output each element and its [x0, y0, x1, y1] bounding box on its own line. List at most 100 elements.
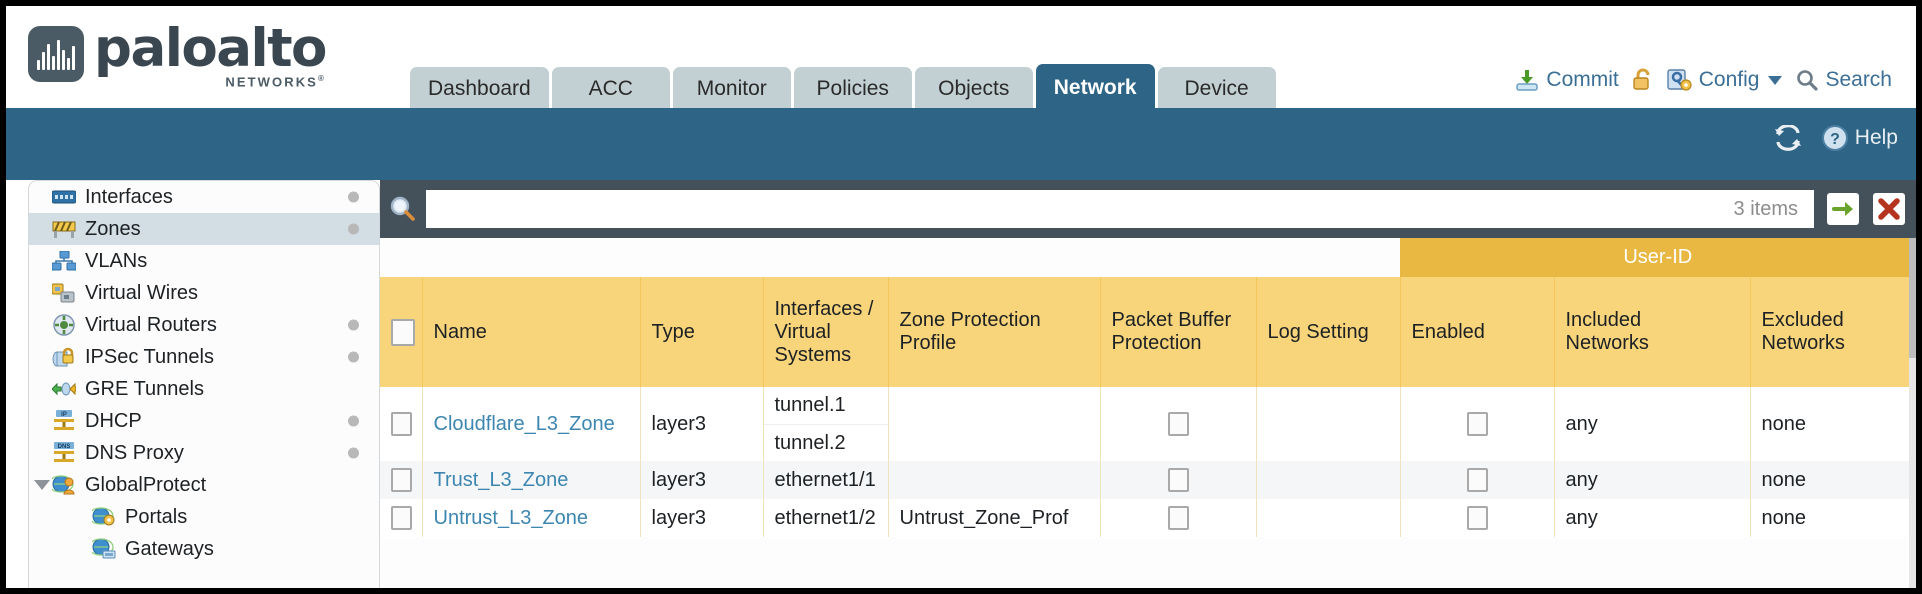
row-select-checkbox[interactable] [391, 506, 412, 530]
nav-tab-network[interactable]: Network [1035, 64, 1155, 111]
unlock-icon [1633, 68, 1650, 90]
clear-filter-button[interactable] [1872, 192, 1906, 226]
chevron-down-icon [1768, 75, 1783, 85]
header-actions: Commit Config [1514, 68, 1892, 92]
interfaces-icon [51, 186, 77, 208]
cell-excluded-networks: none [1750, 461, 1916, 499]
nav-tab-policies[interactable]: Policies [793, 67, 912, 111]
sidebar-item-label: Interfaces [85, 185, 173, 208]
zone-name-link[interactable]: Cloudflare_L3_Zone [433, 412, 615, 435]
userid-enabled-checkbox[interactable] [1466, 412, 1488, 436]
lock-button[interactable] [1632, 68, 1654, 92]
paloalto-logo[interactable]: paloalto NETWORKS® [28, 20, 327, 89]
col-excluded-networks[interactable]: Excluded Networks [1750, 277, 1916, 387]
row-select-checkbox[interactable] [391, 412, 412, 436]
sidebar-item-interfaces[interactable]: Interfaces [29, 181, 379, 213]
gateways-icon [91, 538, 117, 560]
commit-button[interactable]: Commit [1514, 68, 1619, 92]
zone-name-link[interactable]: Untrust_L3_Zone [433, 506, 589, 529]
col-interfaces[interactable]: Interfaces / Virtual Systems [763, 277, 889, 387]
sidebar-item-label: IPSec Tunnels [85, 345, 214, 368]
row-select-cell[interactable] [380, 387, 423, 461]
nav-tab-dashboard[interactable]: Dashboard [410, 67, 549, 111]
help-button[interactable]: ? Help [1821, 124, 1898, 152]
col-name[interactable]: Name [422, 277, 641, 387]
cell-name[interactable]: Cloudflare_L3_Zone [422, 387, 641, 461]
nav-tab-device[interactable]: Device [1157, 67, 1276, 111]
brand-tagline-text: NETWORKS [225, 74, 318, 90]
select-all-header[interactable] [380, 277, 423, 387]
col-userid-enabled[interactable]: Enabled [1400, 277, 1555, 387]
scrollbar-thumb[interactable] [1909, 238, 1916, 358]
search-button[interactable]: Search [1795, 68, 1892, 92]
cell-packet-buffer-protection[interactable] [1100, 461, 1257, 499]
packet-buffer-protection-checkbox[interactable] [1167, 412, 1189, 436]
cell-packet-buffer-protection[interactable] [1100, 387, 1257, 461]
filter-search-input[interactable] [426, 190, 1814, 228]
col-included-networks[interactable]: Included Networks [1554, 277, 1751, 387]
sidebar-item-label: DHCP [85, 409, 142, 432]
cell-userid-enabled[interactable] [1400, 387, 1555, 461]
col-packet-buffer-protection[interactable]: Packet Buffer Protection [1100, 277, 1257, 387]
col-interfaces-l3: Systems [774, 343, 852, 366]
sidebar-item-gre-tunnels[interactable]: GRE Tunnels [29, 373, 379, 405]
row-select-cell[interactable] [380, 499, 423, 537]
sidebar-item-ipsec-tunnels[interactable]: IPSec Tunnels [29, 341, 379, 373]
col-type[interactable]: Type [640, 277, 764, 387]
cell-type: layer3 [640, 499, 764, 537]
sidebar-item-zones[interactable]: Zones [29, 213, 379, 245]
row-select-cell[interactable] [380, 461, 423, 499]
sidebar-item-virtual-wires[interactable]: Virtual Wires [29, 277, 379, 309]
select-all-checkbox[interactable] [391, 318, 415, 346]
userid-enabled-checkbox[interactable] [1466, 506, 1488, 530]
dns-proxy-icon: DNS [51, 442, 77, 464]
chevron-down-icon[interactable] [34, 480, 50, 490]
cell-log-setting [1256, 387, 1401, 461]
cell-userid-enabled[interactable] [1400, 461, 1555, 499]
cell-zone-protection-profile: Untrust_Zone_Prof [888, 499, 1101, 537]
col-zone-protection-profile[interactable]: Zone Protection Profile [888, 277, 1101, 387]
zone-name-link[interactable]: Trust_L3_Zone [433, 468, 569, 491]
brand-tagline: NETWORKS® [94, 74, 326, 89]
userid-enabled-checkbox[interactable] [1466, 468, 1488, 492]
row-select-checkbox[interactable] [391, 468, 412, 492]
sub-header-bar: ? Help [6, 108, 1916, 180]
apply-filter-button[interactable] [1826, 192, 1860, 226]
packet-buffer-protection-checkbox[interactable] [1167, 468, 1189, 492]
packet-buffer-protection-checkbox[interactable] [1167, 506, 1189, 530]
config-button[interactable]: Config [1667, 68, 1783, 92]
cell-included-networks: any [1554, 387, 1751, 461]
sidebar-item-globalprotect[interactable]: GlobalProtect [29, 469, 379, 501]
group-spacer [380, 238, 1400, 277]
col-log-setting[interactable]: Log Setting [1256, 277, 1401, 387]
sidebar-item-portals[interactable]: Portals [29, 501, 379, 533]
sidebar-item-gateways[interactable]: Gateways [29, 533, 379, 565]
col-excl-l2: Networks [1761, 332, 1845, 354]
cell-name[interactable]: Untrust_L3_Zone [422, 499, 641, 537]
cell-zone-protection-profile [888, 387, 1101, 461]
sidebar-item-vlans[interactable]: VLANs [29, 245, 379, 277]
paloalto-logo-mark-icon [28, 26, 84, 82]
col-incl-l1: Included [1565, 309, 1642, 331]
nav-tab-monitor[interactable]: Monitor [672, 67, 791, 111]
search-label: Search [1825, 68, 1892, 91]
vertical-scrollbar[interactable] [1909, 238, 1916, 588]
refresh-button[interactable] [1773, 125, 1803, 151]
nav-tab-objects[interactable]: Objects [914, 67, 1033, 111]
cell-type: layer3 [640, 387, 764, 461]
nav-tab-acc[interactable]: ACC [551, 67, 670, 111]
interface-entry: tunnel.2 [763, 424, 888, 461]
sidebar-item-label: Gateways [125, 537, 214, 560]
sidebar-item-virtual-routers[interactable]: Virtual Routers [29, 309, 379, 341]
commit-icon [1516, 70, 1539, 91]
cell-userid-enabled[interactable] [1400, 499, 1555, 537]
cell-name[interactable]: Trust_L3_Zone [422, 461, 641, 499]
cell-packet-buffer-protection[interactable] [1100, 499, 1257, 537]
registered-mark: ® [317, 74, 326, 83]
